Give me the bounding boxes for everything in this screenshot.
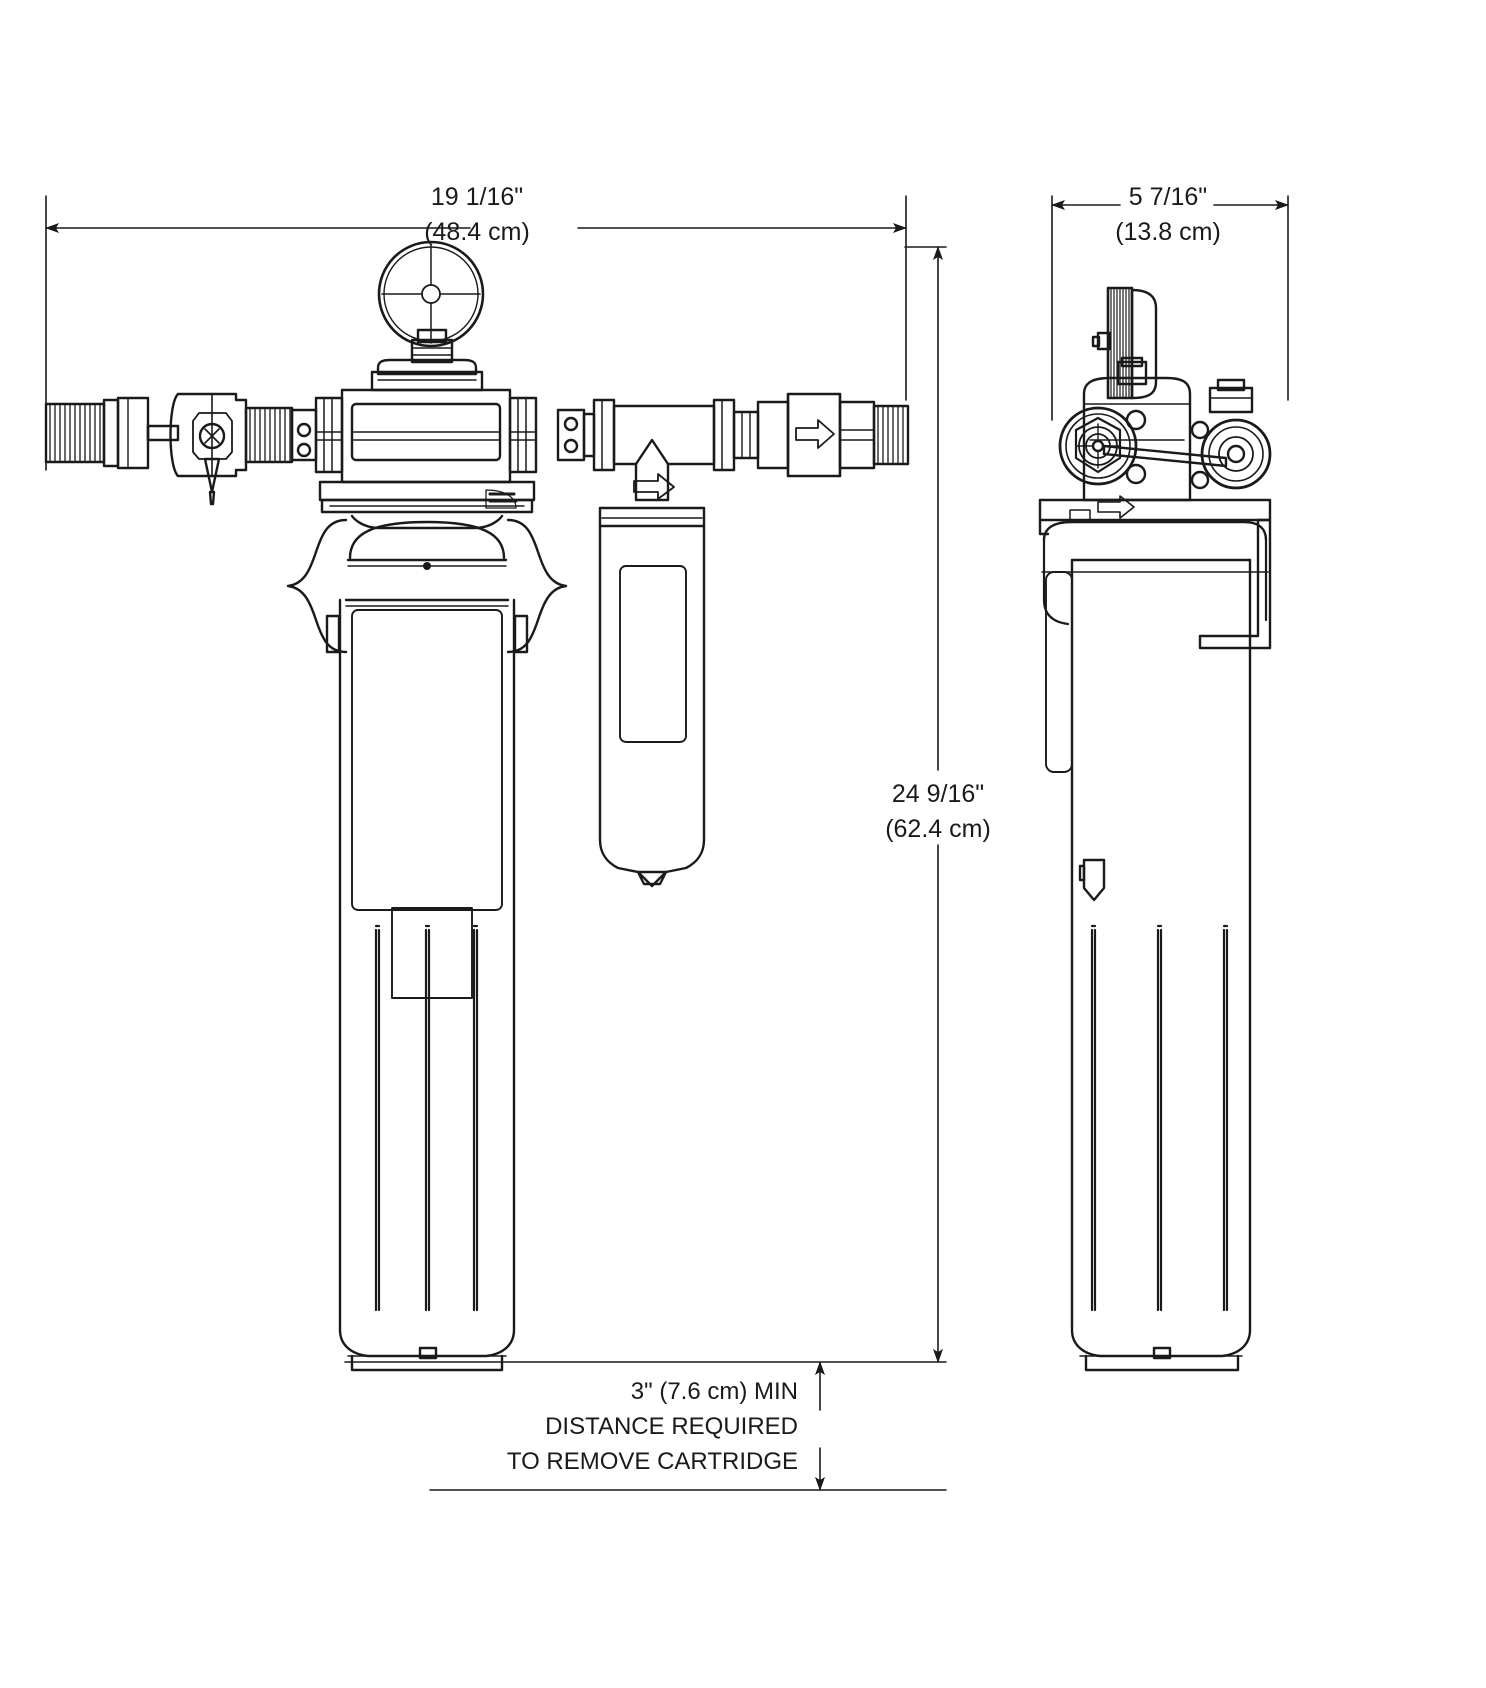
- dim-width-imperial: 19 1/16": [431, 183, 523, 211]
- dimension-clearance: [344, 1361, 947, 1491]
- dimension-depth: [1051, 195, 1289, 421]
- dim-width-metric: (48.4 cm): [424, 218, 530, 246]
- filter-cartridge-large-side: [1041, 520, 1269, 1372]
- manifold-head: [340, 328, 512, 484]
- outlet-fitting: [872, 404, 910, 466]
- pressure-gauge: [377, 240, 485, 348]
- head-inlet-collar: [314, 396, 344, 474]
- tee-fitting: [592, 398, 736, 502]
- inlet-port-hex: [1058, 406, 1147, 486]
- clearance-line-3: TO REMOVE CARTRIDGE: [507, 1448, 798, 1475]
- clearance-line-2: DISTANCE REQUIRED: [545, 1413, 798, 1440]
- dim-height-metric: (62.4 cm): [885, 815, 991, 843]
- valve-lever: [203, 457, 221, 494]
- check-valve: [732, 392, 876, 478]
- dimension-height: [904, 246, 947, 1363]
- sanitary-label: [485, 489, 518, 509]
- manifold-head-side: [1058, 376, 1272, 502]
- dim-depth-imperial: 5 7/16": [1129, 183, 1207, 211]
- dim-height-imperial: 24 9/16": [892, 780, 984, 808]
- head-outlet-collar: [508, 396, 538, 474]
- inlet-fitting: [44, 396, 150, 470]
- dim-depth-metric: (13.8 cm): [1115, 218, 1221, 246]
- pressure-gauge-edge: [1091, 286, 1158, 400]
- outlet-port-hex: [1190, 378, 1272, 490]
- hex-adapter: [556, 408, 596, 462]
- nipple-1: [244, 406, 318, 464]
- mounting-bracket: [1038, 495, 1272, 650]
- filter-cartridge-small: [598, 506, 706, 888]
- filter-cartridge-large: [286, 480, 568, 1372]
- shutoff-valve: [146, 392, 248, 506]
- clearance-line-1: 3" (7.6 cm) MIN: [631, 1378, 798, 1405]
